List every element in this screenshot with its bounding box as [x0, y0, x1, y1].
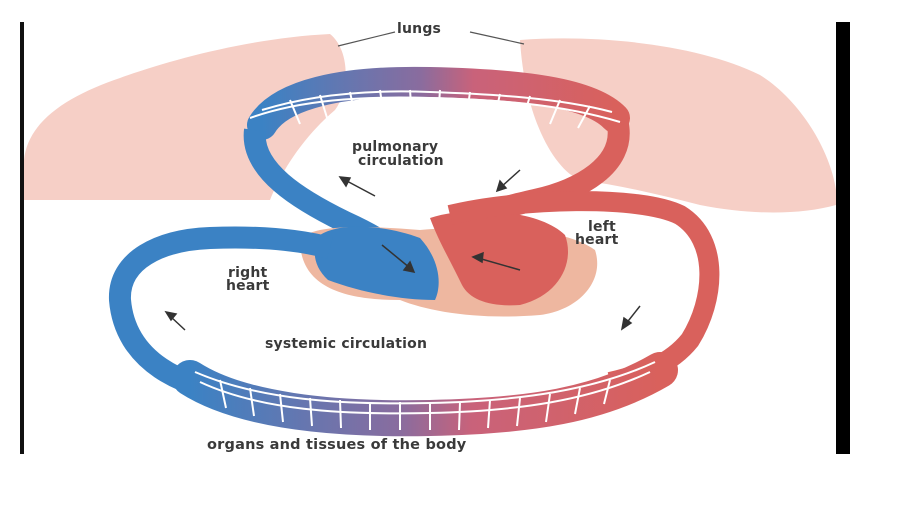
pulmonary-label-line1: pulmonary — [352, 139, 439, 155]
pulmonary-capillary-mesh — [249, 89, 621, 129]
arrowhead-systemic-right — [620, 316, 633, 331]
left-heart-chamber — [430, 211, 568, 306]
pulmonary-label-line2: circulation — [358, 153, 444, 169]
left-border — [20, 22, 24, 454]
arrowhead-systemic-left — [164, 310, 178, 322]
right-heart-label-line1: right — [228, 265, 268, 281]
arrow-pulmonary-left — [344, 179, 376, 197]
right-heart-chamber — [314, 226, 439, 300]
arrowhead-left-heart — [471, 251, 484, 264]
arrowhead-pulmonary-right — [495, 179, 508, 193]
arrowhead-right-heart — [402, 260, 416, 274]
lungs-pointer-left — [337, 31, 396, 47]
left-heart-label-line1: left — [588, 219, 616, 235]
arrow-left-heart — [477, 257, 521, 271]
left-heart-label-line2: heart — [575, 232, 619, 248]
arrowhead-pulmonary-left — [338, 176, 352, 188]
lungs-label: lungs — [397, 21, 442, 37]
systemic-circulation-label: systemic circulation — [265, 336, 428, 352]
flow-arrows — [164, 169, 641, 331]
right-border — [836, 22, 850, 454]
organs-label: organs and tissues of the body — [207, 437, 467, 453]
right-heart-label-line2: heart — [226, 278, 270, 294]
systemic-capillary-mesh — [194, 361, 656, 431]
arrow-right-heart — [381, 244, 411, 269]
pulmonary-capillary-bed — [247, 66, 630, 140]
lungs-pointer-right — [469, 31, 525, 45]
vena-cava — [109, 226, 333, 406]
